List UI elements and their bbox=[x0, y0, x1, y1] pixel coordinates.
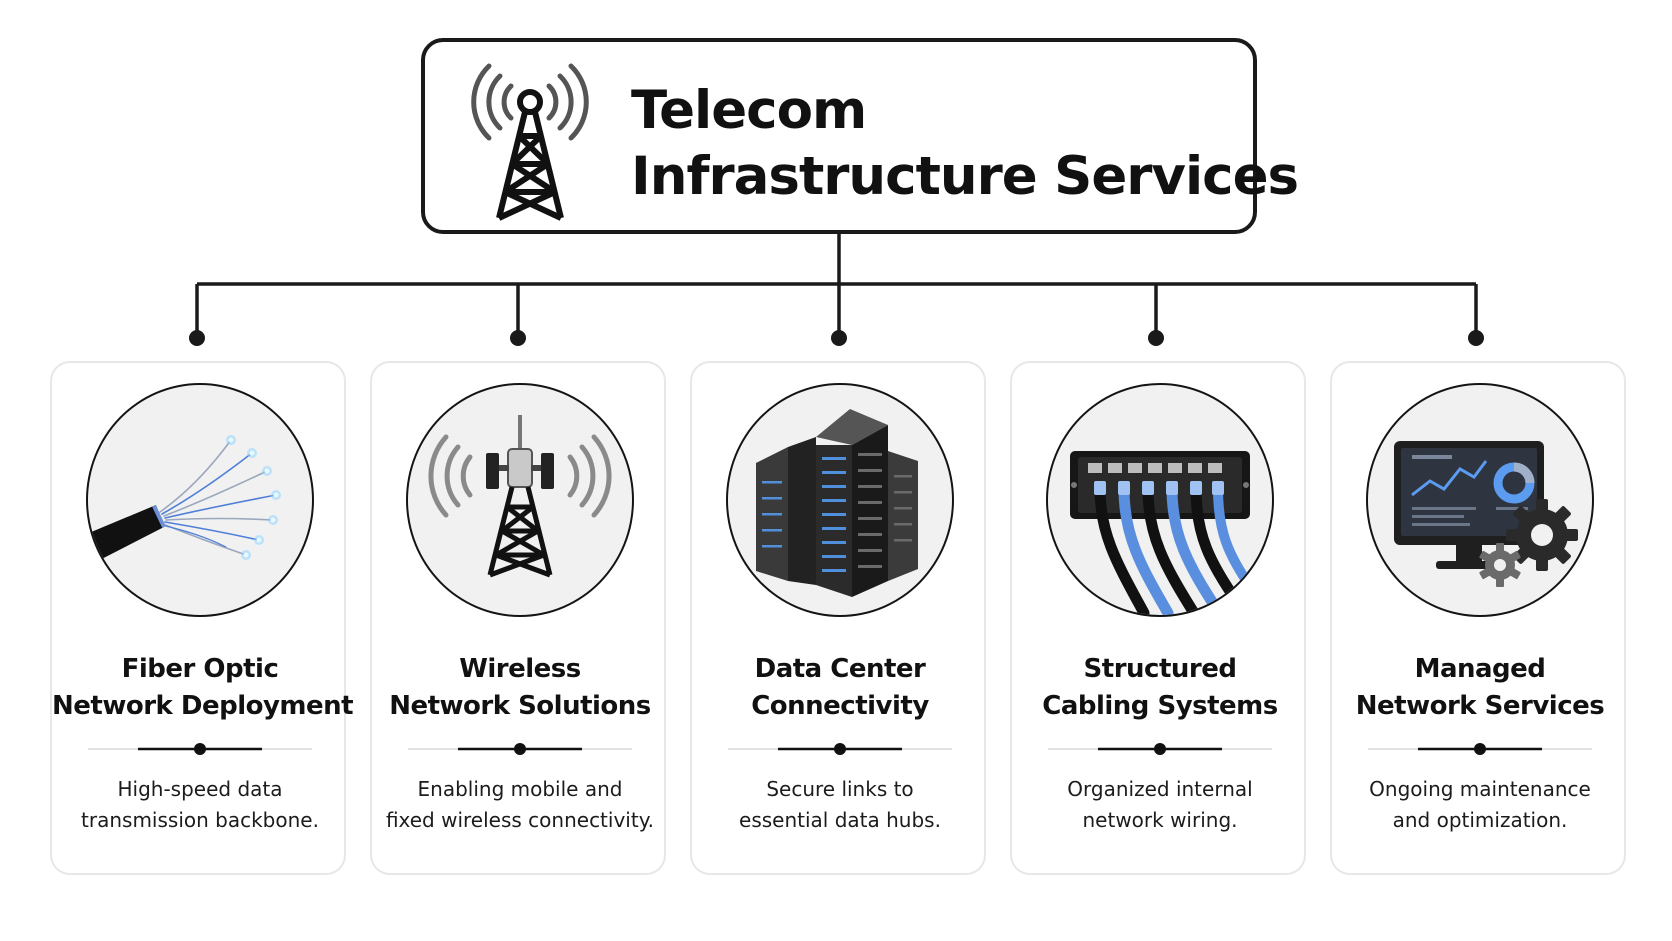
header-box: Telecom Infrastructure Services bbox=[421, 38, 1299, 234]
card-title: Managed Network Services bbox=[1332, 651, 1628, 725]
card-title-line: Network Services bbox=[1355, 691, 1605, 721]
card-description-line: and optimization. bbox=[1392, 808, 1568, 832]
card-description: Ongoing maintenance and optimization. bbox=[1332, 774, 1628, 836]
card-title: Wireless Network Solutions bbox=[372, 651, 668, 725]
card-title: Fiber Optic Network Deployment bbox=[52, 651, 354, 725]
card-title-line: Fiber Optic bbox=[121, 654, 279, 684]
service-card-structured-cabling: Structured Cabling Systems Organized int… bbox=[1010, 361, 1306, 875]
cell-tower-icon bbox=[471, 63, 589, 221]
service-card-data-center: Data Center Connectivity Secure links to… bbox=[690, 361, 986, 875]
connector-dot bbox=[189, 330, 205, 346]
connector-dot bbox=[1148, 330, 1164, 346]
card-description-line: essential data hubs. bbox=[739, 808, 941, 832]
title-line: Telecom bbox=[631, 80, 867, 141]
card-title-line: Cabling Systems bbox=[1042, 691, 1278, 721]
service-card-wireless: Wireless Network Solutions Enabling mobi… bbox=[370, 361, 666, 875]
card-description-line: Enabling mobile and bbox=[417, 777, 623, 801]
icon-circle bbox=[726, 383, 954, 617]
card-divider bbox=[408, 743, 632, 755]
card-description: Enabling mobile and fixed wireless conne… bbox=[372, 774, 668, 836]
card-divider bbox=[728, 743, 952, 755]
card-description: High-speed data transmission backbone. bbox=[52, 774, 348, 836]
card-description: Organized internal network wiring. bbox=[1012, 774, 1308, 836]
card-title-line: Managed bbox=[1414, 654, 1546, 684]
service-card-managed-network: Managed Network Services Ongoing mainten… bbox=[1330, 361, 1626, 875]
icon-circle bbox=[86, 383, 314, 617]
card-title-line: Network Deployment bbox=[52, 691, 354, 721]
service-card-fiber-optic: Fiber Optic Network Deployment High-spee… bbox=[50, 361, 354, 875]
card-divider bbox=[88, 743, 312, 755]
page-title: Telecom Infrastructure Services bbox=[631, 78, 1299, 210]
card-description-line: transmission backbone. bbox=[81, 808, 319, 832]
server-rack-icon bbox=[756, 409, 918, 597]
patch-panel-icon bbox=[1070, 451, 1257, 615]
card-title-line: Data Center bbox=[754, 654, 926, 684]
card-description-line: fixed wireless connectivity. bbox=[385, 808, 655, 832]
antenna-tower-icon bbox=[428, 415, 612, 578]
card-title-line: Wireless bbox=[459, 654, 581, 684]
connector-dot bbox=[1468, 330, 1484, 346]
fiber-optic-cable-icon bbox=[88, 435, 281, 565]
icon-circle bbox=[406, 383, 634, 617]
title-line: Infrastructure Services bbox=[631, 146, 1299, 207]
card-title-line: Connectivity bbox=[751, 691, 929, 721]
card-description-line: Secure links to bbox=[766, 777, 914, 801]
icon-circle bbox=[1366, 383, 1594, 617]
monitor-gears-icon bbox=[1394, 441, 1578, 587]
card-divider bbox=[1368, 743, 1592, 755]
connector-dot bbox=[831, 330, 847, 346]
card-title-line: Structured bbox=[1083, 654, 1237, 684]
connector-dot bbox=[510, 330, 526, 346]
card-description: Secure links to essential data hubs. bbox=[692, 774, 988, 836]
card-description-line: High-speed data bbox=[117, 777, 283, 801]
card-divider bbox=[1048, 743, 1272, 755]
icon-circle bbox=[1046, 383, 1274, 617]
card-title: Data Center Connectivity bbox=[692, 651, 988, 725]
card-title-line: Network Solutions bbox=[389, 691, 651, 721]
card-title: Structured Cabling Systems bbox=[1012, 651, 1308, 725]
card-description-line: Ongoing maintenance bbox=[1369, 777, 1591, 801]
card-description-line: network wiring. bbox=[1082, 808, 1238, 832]
card-description-line: Organized internal bbox=[1067, 777, 1253, 801]
